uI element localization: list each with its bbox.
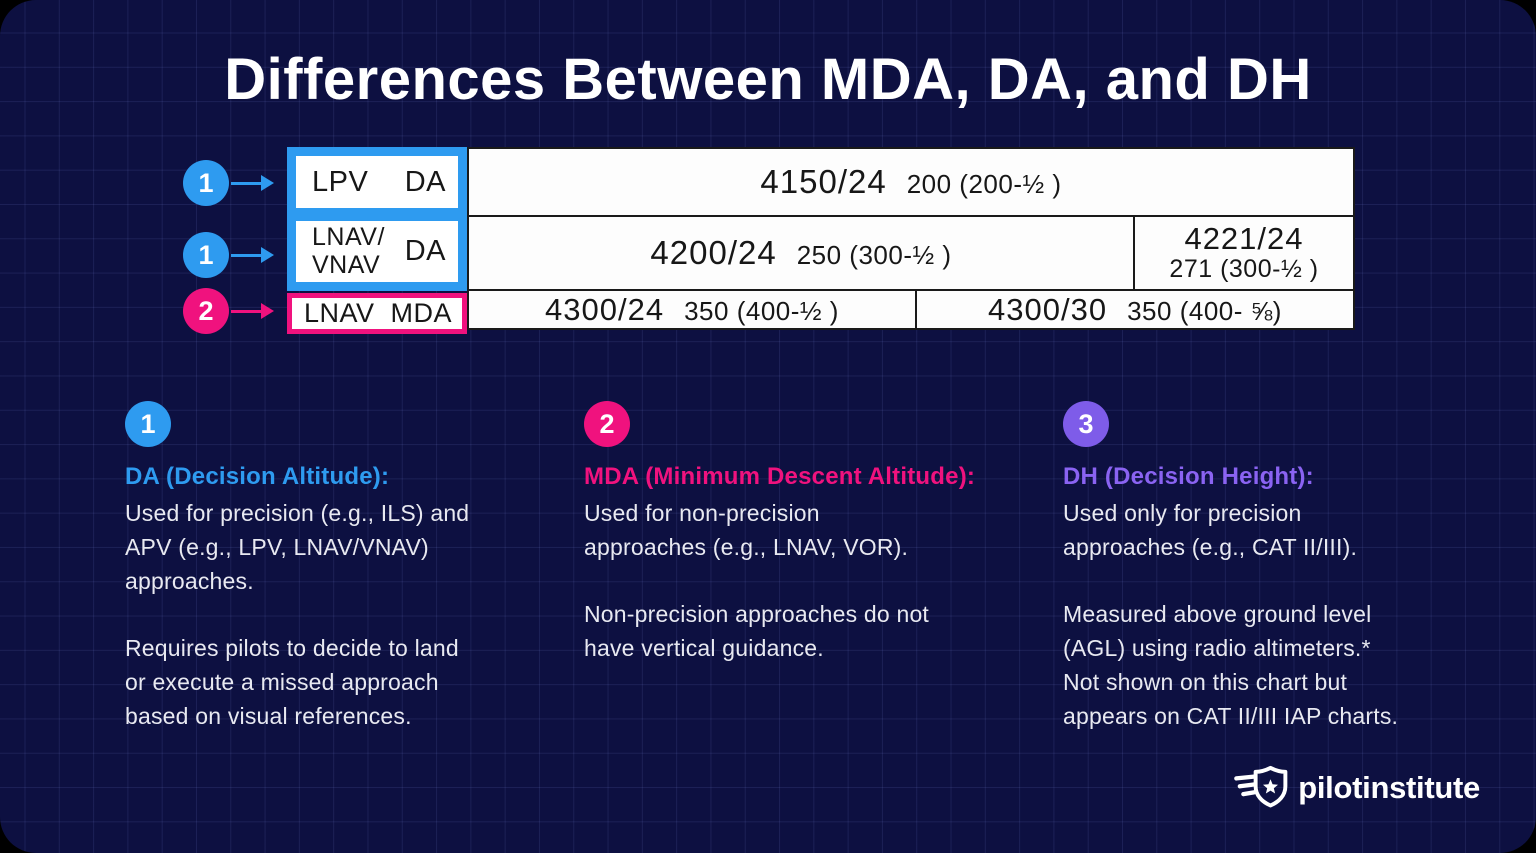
da-rows-highlight-box: LPV DA LNAV/ VNAV DA — [287, 147, 467, 291]
section-heading: DA (Decision Altitude): — [125, 463, 390, 490]
arrow-line — [231, 253, 261, 257]
callout-row2: 1 — [183, 232, 274, 278]
section-mda: 2 MDA (Minimum Descent Altitude): Used f… — [584, 401, 1024, 665]
lpv-label-cell: LPV DA — [296, 156, 458, 208]
minima-main: 4300/30 — [988, 291, 1108, 327]
arrow-right-icon — [261, 247, 274, 263]
callout-row3: 2 — [183, 288, 274, 334]
section-da: 1 DA (Decision Altitude): Used for preci… — [125, 401, 570, 733]
approach-label: LNAV/ VNAV — [312, 223, 385, 279]
minimum-type-label: DA — [404, 165, 446, 198]
badge-1: 1 — [183, 232, 229, 278]
section-dh: 3 DH (Decision Height): Used only for pr… — [1063, 401, 1493, 733]
badge-2: 2 — [584, 401, 630, 447]
minima-sub: 250 (300-½ ) — [796, 240, 952, 270]
section-paragraph: Used only for precision approaches (e.g.… — [1063, 500, 1358, 560]
minima-values-lpv: 4150/24 200 (200-½ ) — [760, 163, 1061, 201]
minima-cell: 4300/24 350 (400-½ ) — [469, 291, 917, 328]
arrow-right-icon — [261, 303, 274, 319]
callout-row1: 1 — [183, 160, 274, 206]
page-title: Differences Between MDA, DA, and DH — [224, 47, 1312, 112]
lnav-vnav-label-cell: LNAV/ VNAV DA — [296, 221, 458, 282]
minima-values: 4300/24 350 (400-½ ) — [545, 292, 839, 328]
section-paragraph: Used for non-precision approaches (e.g.,… — [584, 500, 909, 560]
minima-main: 4150/24 — [760, 163, 887, 200]
minimum-type-label: MDA — [390, 298, 452, 328]
badge-1: 1 — [125, 401, 171, 447]
section-paragraph: Used for precision (e.g., ILS) and APV (… — [125, 500, 470, 594]
arrow-right-icon — [261, 175, 274, 191]
section-heading: DH (Decision Height): — [1063, 463, 1314, 490]
minima-main: 4300/24 — [545, 291, 665, 327]
pilot-institute-logo: pilotinstitute — [1232, 765, 1480, 811]
arrow-line — [231, 181, 261, 185]
minima-row-lnav-vnav: 4200/24 250 (300-½ ) 4221/24 271 (300-½ … — [467, 215, 1355, 291]
winged-shield-icon — [1232, 765, 1288, 811]
logo-wordmark: pilotinstitute — [1298, 770, 1480, 805]
minima-values-stacked: 4221/24 271 (300-½ ) — [1169, 221, 1319, 284]
badge-3: 3 — [1063, 401, 1109, 447]
badge-2: 2 — [183, 288, 229, 334]
minima-sub: 200 (200-½ ) — [906, 169, 1062, 199]
arrow-line — [231, 309, 261, 313]
minima-sub: 350 (400-½ ) — [684, 295, 839, 326]
approach-label: LPV — [312, 165, 369, 198]
minima-main: 4200/24 — [650, 234, 777, 271]
section-heading: MDA (Minimum Descent Altitude): — [584, 463, 976, 490]
minimum-type-label: DA — [404, 235, 446, 267]
minima-cell-alternate: 4221/24 271 (300-½ ) — [1135, 217, 1353, 289]
badge-1: 1 — [183, 160, 229, 206]
section-paragraph: Measured above ground level (AGL) using … — [1063, 601, 1399, 729]
blue-divider — [296, 208, 458, 221]
minima-cell: 4200/24 250 (300-½ ) — [469, 217, 1135, 289]
minima-main: 4221/24 — [1184, 221, 1304, 257]
minima-row-lpv: 4150/24 200 (200-½ ) — [467, 147, 1355, 217]
minima-row-lnav: 4300/24 350 (400-½ ) 4300/30 350 (400- ⅝… — [467, 289, 1355, 330]
minima-sub: 271 (300-½ ) — [1169, 255, 1319, 284]
minima-values: 4300/30 350 (400- ⅝) — [988, 292, 1282, 328]
minima-cell-alternate: 4300/30 350 (400- ⅝) — [917, 291, 1353, 328]
minima-values: 4200/24 250 (300-½ ) — [650, 234, 951, 272]
mda-row-highlight-box: LNAV MDA — [287, 293, 467, 334]
approach-minima-table: 4150/24 200 (200-½ ) 4200/24 250 (300-½ … — [287, 147, 1355, 334]
approach-label: LNAV — [304, 298, 375, 328]
section-paragraph: Requires pilots to decide to land or exe… — [125, 635, 459, 729]
section-paragraph: Non-precision approaches do not have ver… — [584, 601, 930, 661]
minima-sub: 350 (400- ⅝) — [1127, 295, 1282, 326]
